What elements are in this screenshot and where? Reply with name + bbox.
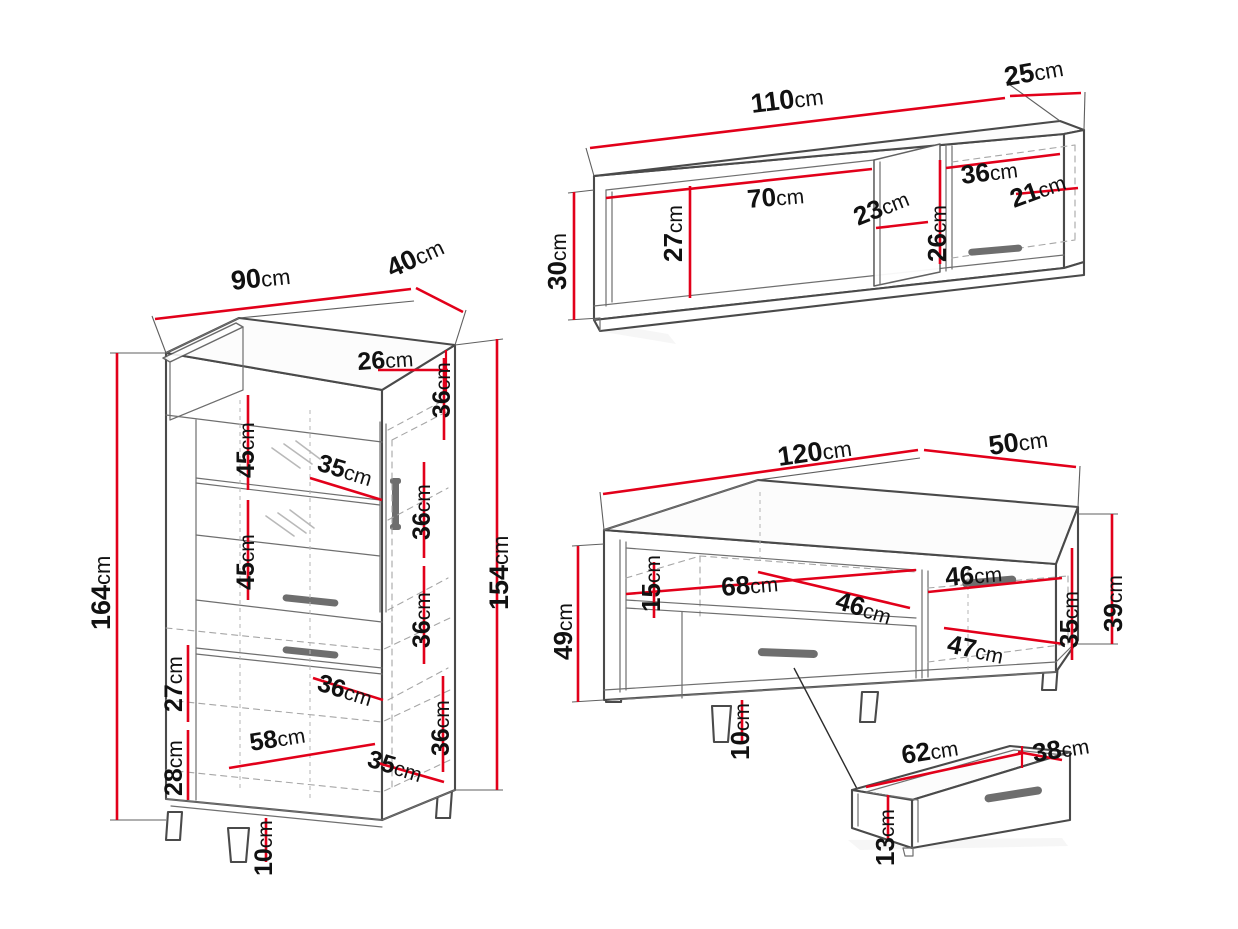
- svg-text:90cm: 90cm: [229, 260, 291, 296]
- drawer-handle-upper: [282, 594, 339, 607]
- svg-text:45cm: 45cm: [232, 422, 260, 478]
- dim-drawer-38: [1017, 746, 1063, 768]
- svg-text:58cm: 58cm: [248, 721, 308, 757]
- dim-cabinet-35-bottom: [377, 761, 445, 784]
- svg-text:28cm: 28cm: [160, 740, 188, 796]
- svg-text:49cm: 49cm: [548, 603, 578, 660]
- svg-text:38cm: 38cm: [1030, 729, 1091, 768]
- dim-tvstand-47: [943, 626, 1065, 646]
- dim-cabinet-35-shelf: [309, 476, 383, 502]
- dim-drawer-62: [865, 751, 1024, 789]
- svg-text:154cm: 154cm: [484, 536, 514, 610]
- glass-shine-icon: [265, 440, 321, 537]
- dim-tvstand-46-depth: [757, 570, 911, 610]
- dim-tvstand-depth-50: [923, 448, 1081, 508]
- dim-cabinet-26: [378, 350, 448, 392]
- drawer-detail-drawing: 62cm 38cm 13cm: [793, 667, 1091, 866]
- svg-text:35cm: 35cm: [1054, 591, 1084, 648]
- tvstand-door-handle: [962, 575, 1017, 588]
- cabinet-dim-labels: 90cm 40cm 164cm 154cm 26cm 36cm 45cm 45c…: [86, 231, 514, 876]
- svg-text:68cm: 68cm: [720, 567, 779, 602]
- cabinet-legs: [164, 788, 454, 864]
- dim-wallcab-36: [945, 152, 1061, 170]
- dim-wallcab-21: [1015, 186, 1079, 196]
- svg-text:70cm: 70cm: [746, 179, 805, 214]
- svg-text:13cm: 13cm: [870, 809, 900, 866]
- svg-text:26cm: 26cm: [356, 344, 414, 376]
- svg-text:40cm: 40cm: [382, 231, 448, 283]
- svg-text:27cm: 27cm: [160, 656, 188, 712]
- wallcab-door-handle: [968, 244, 1023, 256]
- svg-text:36cm: 36cm: [408, 484, 436, 540]
- svg-text:26cm: 26cm: [922, 205, 952, 262]
- svg-text:46cm: 46cm: [944, 557, 1003, 592]
- svg-text:39cm: 39cm: [1098, 575, 1128, 632]
- svg-text:164cm: 164cm: [86, 556, 116, 630]
- dim-tvstand-height-49: [571, 543, 605, 703]
- svg-text:36cm: 36cm: [428, 362, 456, 418]
- dim-cabinet-36-inner: [312, 676, 384, 702]
- dim-wallcab-width-110: [585, 81, 1061, 177]
- svg-text:25cm: 25cm: [1002, 52, 1066, 92]
- svg-text:10cm: 10cm: [250, 820, 278, 876]
- cabinet-right-shelves: [387, 397, 451, 791]
- svg-text:62cm: 62cm: [899, 731, 960, 770]
- display-cabinet-drawing: 90cm 40cm 164cm 154cm 26cm 36cm 45cm 45c…: [86, 231, 514, 876]
- svg-text:47cm: 47cm: [945, 629, 1007, 670]
- drawer-leader-line: [793, 667, 867, 807]
- svg-text:45cm: 45cm: [232, 534, 260, 590]
- svg-text:27cm: 27cm: [658, 205, 688, 262]
- tv-stand-drawing: 120cm 50cm 49cm 39cm 35cm 15cm 68cm 46cm…: [548, 423, 1128, 760]
- dim-cabinet-height-164: [110, 352, 166, 821]
- wallcab-dim-labels: 110cm 25cm 30cm 70cm 27cm 23cm 26cm 36cm…: [542, 52, 1069, 290]
- dim-tvstand-width-120: [599, 448, 921, 531]
- tvstand-door[interactable]: [921, 569, 1069, 679]
- svg-text:50cm: 50cm: [987, 423, 1050, 461]
- dim-tvstand-46-door: [927, 576, 1063, 594]
- svg-text:36cm: 36cm: [959, 153, 1019, 190]
- dim-wallcab-height-30: [567, 189, 601, 321]
- cabinet-glass-doors[interactable]: [195, 419, 387, 613]
- svg-text:36cm: 36cm: [408, 592, 436, 648]
- dim-wallcab-23: [875, 220, 929, 230]
- tvstand-drawer[interactable]: [681, 611, 917, 699]
- svg-text:15cm: 15cm: [636, 555, 666, 612]
- dim-wallcab-depth-25: [1009, 91, 1086, 131]
- svg-text:30cm: 30cm: [542, 233, 572, 290]
- tvstand-open-shelf: [625, 547, 917, 627]
- dim-tvstand-height-39: [1078, 513, 1118, 645]
- dim-wallcab-70: [605, 167, 873, 200]
- dim-cabinet-height-154: [454, 338, 504, 791]
- svg-text:110cm: 110cm: [749, 80, 825, 119]
- dim-cabinet-58: [228, 742, 376, 770]
- wallcab-door[interactable]: [945, 144, 1076, 272]
- drawer-detail-handle: [984, 786, 1042, 803]
- wall-cabinet-drawing: 110cm 25cm 30cm 70cm 27cm 23cm 26cm 36cm…: [542, 52, 1086, 344]
- tvstand-drawer-handle: [757, 648, 818, 658]
- dim-cabinet-depth-40: [415, 286, 467, 346]
- dim-tvstand-68: [625, 568, 917, 596]
- drawer-dim-labels: 62cm 38cm 13cm: [870, 729, 1091, 866]
- svg-text:36cm: 36cm: [427, 700, 455, 756]
- tvstand-dim-labels: 120cm 50cm 49cm 39cm 35cm 15cm 68cm 46cm…: [548, 423, 1128, 760]
- cabinet-door-handle[interactable]: [390, 478, 401, 530]
- dim-cabinet-width-90: [151, 287, 415, 354]
- cabinet-lower-hidden-shelves: [165, 400, 451, 798]
- svg-text:120cm: 120cm: [776, 432, 854, 472]
- svg-text:10cm: 10cm: [725, 703, 755, 760]
